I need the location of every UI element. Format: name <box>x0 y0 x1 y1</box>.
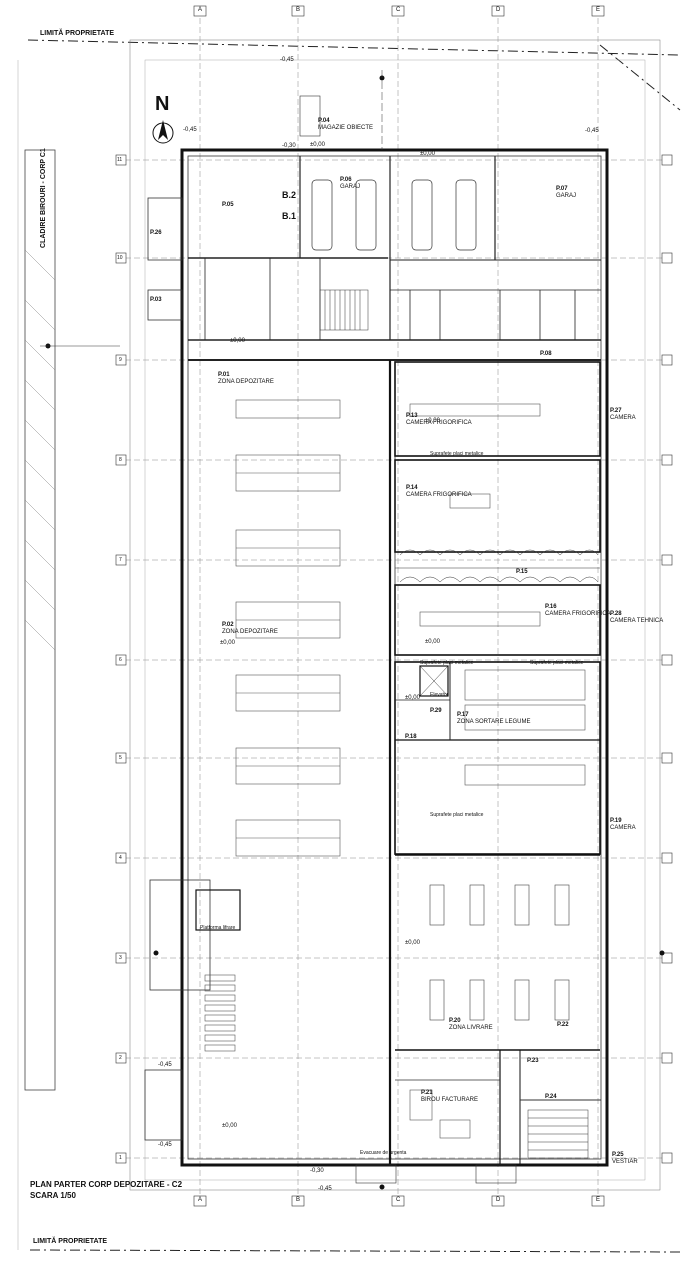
level-label: -0,45 <box>158 1142 172 1148</box>
grid-label-B-bottom: B <box>296 1197 301 1203</box>
property-limit-line-bottom <box>29 1249 681 1253</box>
room-code: P.22 <box>557 1022 569 1028</box>
metal-shelves-label: Suprafete placi metalice <box>430 451 484 457</box>
level-label: ±0,00 <box>220 640 235 646</box>
level-label: -0,45 <box>280 57 294 63</box>
storage-racks <box>235 399 341 857</box>
staircase-south <box>527 1109 589 1159</box>
grid-label-C-bottom: C <box>396 1197 401 1203</box>
neighbor-building <box>24 149 56 1091</box>
room-code: P.03 <box>150 297 162 303</box>
staircase-north <box>319 289 369 331</box>
north-label: N <box>155 93 170 115</box>
grid-label-D-bottom: D <box>496 1197 501 1203</box>
grid-label-3: 3 <box>119 955 122 961</box>
grid-label-10: 10 <box>117 255 123 261</box>
level-label: ±0,00 <box>425 639 440 645</box>
grid-label-B-top: B <box>296 7 301 13</box>
neighbor-building-label: CLADIRE BIROURI - CORP C1 <box>40 148 47 248</box>
grid-label-2: 2 <box>119 1055 122 1061</box>
building-inner-wall <box>187 155 602 1160</box>
grid-label-8: 8 <box>119 457 122 463</box>
grid-label-6: 6 <box>119 657 122 663</box>
level-label: ±0,00 <box>230 338 245 344</box>
grid-label-5: 5 <box>119 755 122 761</box>
level-label: ±0,00 <box>310 142 325 148</box>
grid-label-A-bottom: A <box>198 1197 203 1203</box>
grid-label-7: 7 <box>119 557 122 563</box>
room-code: P.18 <box>405 734 417 740</box>
level-label: ±0,00 <box>405 940 420 946</box>
room-code: P.08 <box>540 351 552 357</box>
room-code: P.23 <box>527 1058 539 1064</box>
property-limit-line-right <box>599 44 681 111</box>
level-label: -0,45 <box>183 127 197 133</box>
level-label: ±0,00 <box>425 418 440 424</box>
lift-platform-zone <box>149 879 211 991</box>
level-label: -0,45 <box>158 1062 172 1068</box>
building-outer-wall <box>180 148 609 1167</box>
level-label: -0,30 <box>310 1168 324 1174</box>
room-code: P.05 <box>222 202 234 208</box>
grid-label-D-top: D <box>496 7 501 13</box>
dimension-frame <box>129 39 661 1191</box>
property-limit-label-bottom: LIMITĂ PROPRIETATE <box>33 1238 108 1245</box>
metal-shelves-label: Suprafete placi metalice <box>430 812 484 818</box>
lift-platform-label: Platforma lifrare <box>200 925 236 931</box>
level-label: -0,30 <box>282 143 296 149</box>
room-code: P.26 <box>150 230 162 236</box>
level-label: -0,45 <box>585 128 599 134</box>
grid-label-C-top: C <box>396 7 401 13</box>
room-code: P.29 <box>430 708 442 714</box>
level-label: ±0,00 <box>405 695 420 701</box>
level-label: ±0,00 <box>222 1123 237 1129</box>
room-code: B.2 <box>282 190 297 200</box>
grid-label-A-top: A <box>198 7 203 13</box>
room-code: P.15 <box>516 569 528 575</box>
ramp-label: Evacuare de urgenta <box>360 1150 407 1156</box>
north-arrow-icon <box>152 120 174 144</box>
property-limit-label-top: LIMITĂ PROPRIETATE <box>40 30 115 37</box>
grid-label-4: 4 <box>119 855 122 861</box>
level-label: -0,45 <box>318 1186 332 1192</box>
grid-label-9: 9 <box>119 357 122 363</box>
drawing-title: PLAN PARTER CORP DEPOZITARE - C2 <box>30 1180 183 1189</box>
room-code: B.1 <box>282 211 297 221</box>
drawing-scale: SCARA 1/50 <box>30 1191 76 1200</box>
metal-shelves-label: Suprafete placi metalice <box>530 660 584 666</box>
elevator-label: Elevator <box>430 692 449 698</box>
property-limit-line-top <box>27 39 681 56</box>
garage-cars <box>311 179 477 251</box>
metal-shelves-label: Suprafete placi metalice <box>420 660 474 666</box>
grid-label-1: 1 <box>119 1155 122 1161</box>
dimension-frame-inner <box>144 59 646 1181</box>
grid-label-E-top: E <box>596 7 601 13</box>
grid-label-11: 11 <box>117 157 123 163</box>
level-label: ±0,00 <box>420 151 435 157</box>
grid-label-E-bottom: E <box>596 1197 601 1203</box>
room-code: P.24 <box>545 1094 557 1100</box>
